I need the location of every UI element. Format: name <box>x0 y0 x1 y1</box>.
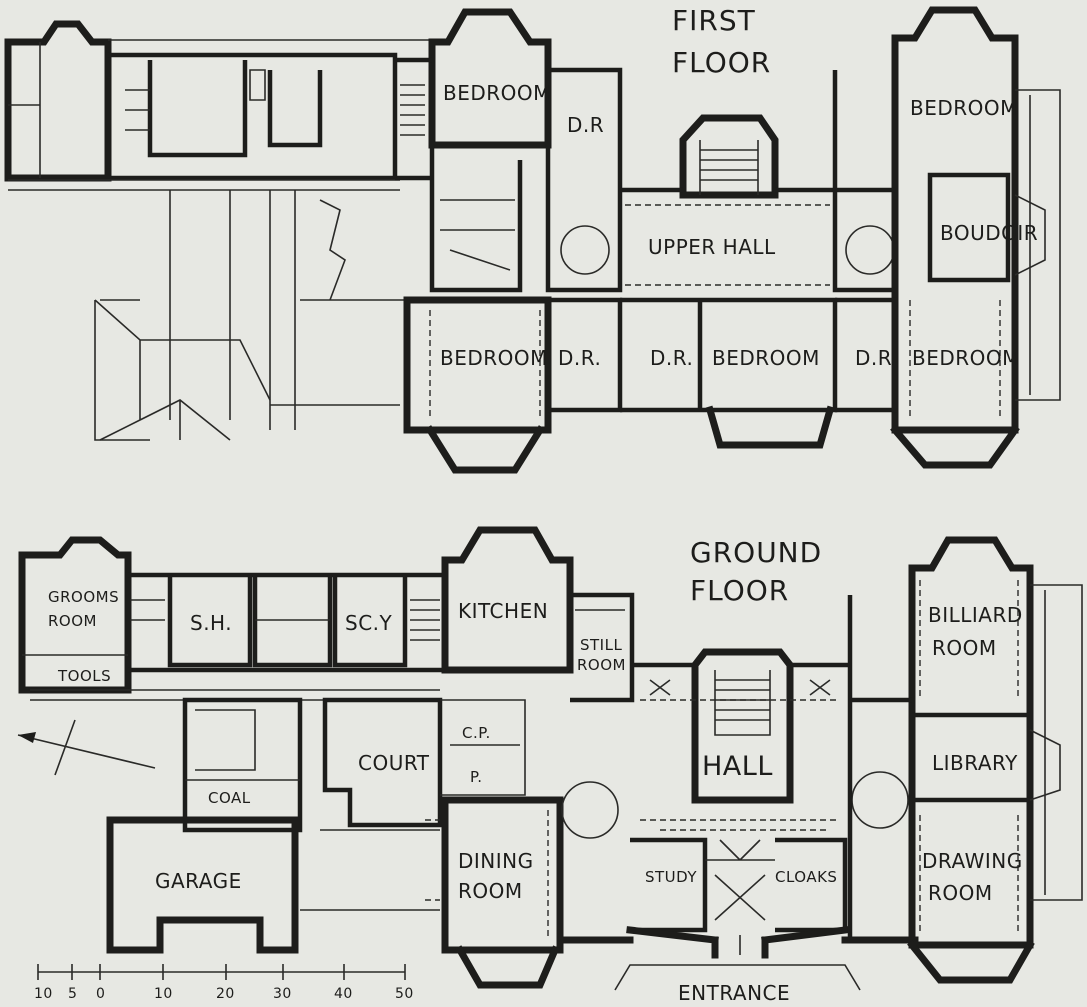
first-floor-plan: FIRST FLOOR BEDROOM D.R UPPER HALL BEDRO… <box>4 4 1061 474</box>
room-label-bedroom-ne: BEDROOM <box>910 96 1018 120</box>
ground-floor-title-line2: FLOOR <box>690 574 789 607</box>
room-label-garage: GARAGE <box>155 869 242 893</box>
entrance-label: ENTRANCE <box>678 981 790 1005</box>
room-label-dining-room-2: ROOM <box>458 879 523 903</box>
room-label-scy: SC.Y <box>345 611 393 635</box>
room-label-study: STUDY <box>645 868 697 886</box>
room-label-bedroom-sw: BEDROOM <box>440 346 548 370</box>
room-label-dr-mid: D.R. <box>650 346 693 370</box>
scale-tick-label: 40 <box>334 986 353 1002</box>
room-label-drawing-room-2: ROOM <box>928 881 993 905</box>
room-label-bedroom-se: BEDROOM <box>912 346 1020 370</box>
room-label-billiard-room-1: BILLIARD <box>928 603 1023 627</box>
north-arrow-icon <box>17 719 156 776</box>
scale-tick-label: 10 <box>154 986 173 1002</box>
scale-bar: 10 5 0 10 20 30 40 50 <box>34 964 414 1002</box>
first-floor-title-line2: FLOOR <box>672 46 771 79</box>
scale-tick-label: 10 <box>34 986 53 1002</box>
room-label-tools: TOOLS <box>57 667 111 685</box>
room-label-billiard-room-2: ROOM <box>932 636 997 660</box>
room-label-bedroom-nw: BEDROOM <box>443 81 551 105</box>
scale-tick-label: 0 <box>96 986 105 1002</box>
first-floor-title-line1: FIRST <box>672 4 756 37</box>
scale-tick-label: 20 <box>216 986 235 1002</box>
room-label-drawing-room-1: DRAWING <box>922 849 1023 873</box>
room-label-still-room-1: STILL <box>580 636 622 654</box>
room-label-boudoir: BOUDOIR <box>940 221 1038 245</box>
room-label-cp: C.P. <box>462 724 491 742</box>
room-label-dr-top: D.R <box>567 113 604 137</box>
room-label-p: P. <box>470 768 482 786</box>
room-label-bedroom-mid: BEDROOM <box>712 346 820 370</box>
ground-floor-plan: GROUND FLOOR GROOMS ROOM TOOLS S.H. SC.Y… <box>18 526 1083 1005</box>
room-label-cloaks: CLOAKS <box>775 868 837 886</box>
room-label-dining-room-1: DINING <box>458 849 534 873</box>
room-label-still-room-2: ROOM <box>577 656 626 674</box>
room-label-grooms-room-2: ROOM <box>48 612 97 630</box>
room-label-coal: COAL <box>208 789 251 807</box>
room-label-upper-hall: UPPER HALL <box>648 235 776 259</box>
room-label-sh: S.H. <box>190 611 232 635</box>
room-label-dr-sw: D.R. <box>558 346 601 370</box>
room-label-library: LIBRARY <box>932 751 1018 775</box>
scale-tick-label: 5 <box>68 986 77 1002</box>
first-floor-service-wing <box>4 20 430 441</box>
room-label-dr-se: D.R <box>855 346 892 370</box>
room-label-hall: HALL <box>702 751 773 782</box>
room-label-court: COURT <box>358 751 430 775</box>
ground-floor-title-line1: GROUND <box>690 536 822 569</box>
room-label-grooms-room-1: GROOMS <box>48 588 119 606</box>
scale-tick-label: 30 <box>273 986 292 1002</box>
scale-tick-label: 50 <box>395 986 414 1002</box>
room-label-kitchen: KITCHEN <box>458 599 548 623</box>
